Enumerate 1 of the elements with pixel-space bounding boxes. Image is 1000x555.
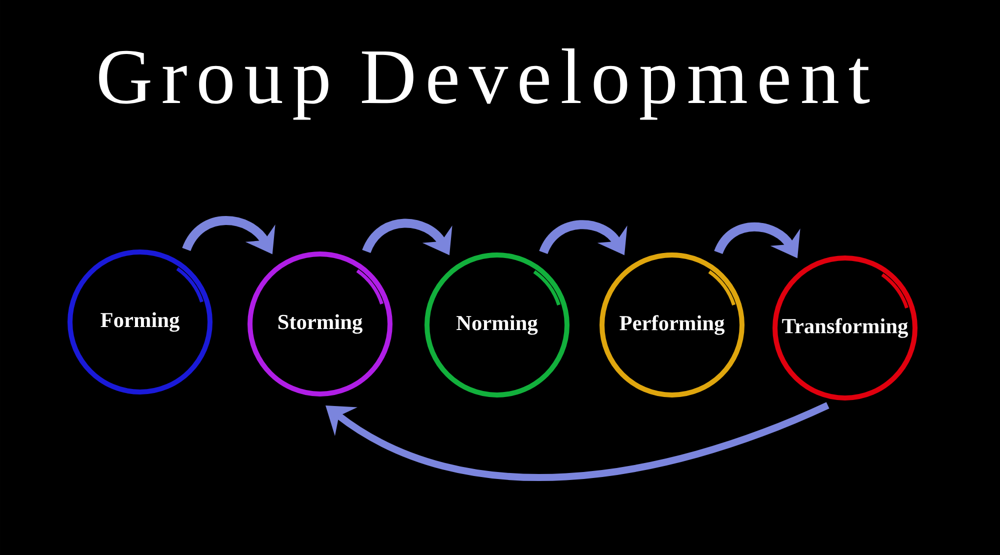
title: Group Development	[99, 48, 870, 120]
